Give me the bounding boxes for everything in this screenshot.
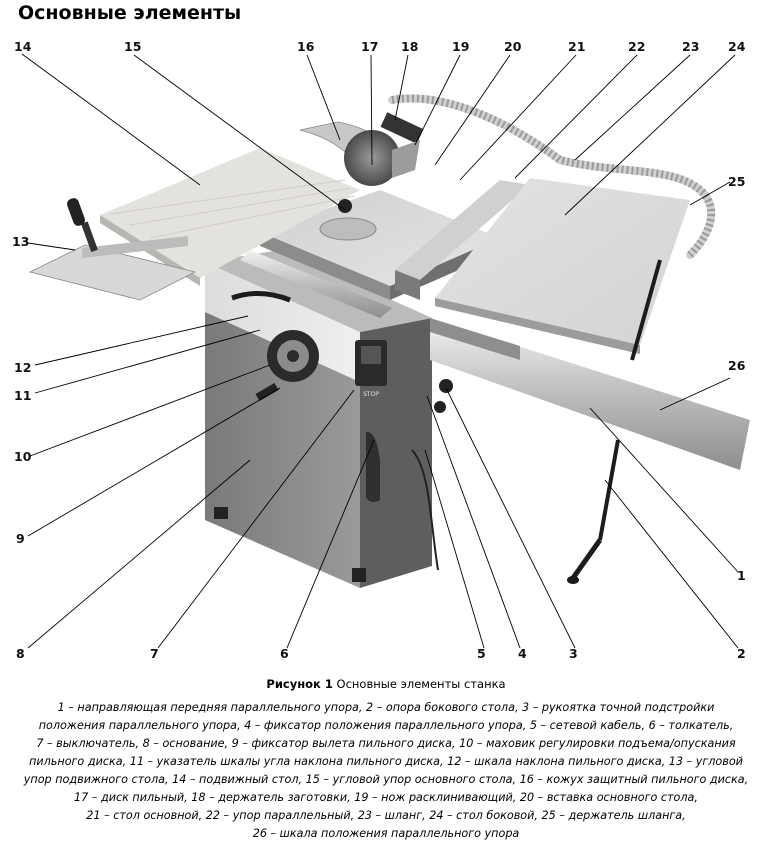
side-table — [435, 178, 690, 354]
side-table-support — [567, 259, 662, 584]
callout-2: 2 — [737, 646, 746, 661]
callout-21: 21 — [568, 39, 585, 54]
switch-label: STOP — [363, 391, 379, 398]
handwheel — [255, 330, 319, 401]
callout-4: 4 — [518, 646, 527, 661]
legend-line: 26 – шкала положения параллельного упора — [252, 827, 520, 840]
callout-10: 10 — [14, 449, 32, 464]
callout-18: 18 — [401, 39, 418, 54]
callout-6: 6 — [280, 646, 289, 661]
callout-1: 1 — [737, 568, 746, 583]
legend-line: упор подвижного стола, 14 – подвижный ст… — [23, 773, 749, 786]
callout-19: 19 — [452, 39, 469, 54]
callout-24: 24 — [728, 39, 746, 54]
callout-16: 16 — [297, 39, 315, 54]
callout-8: 8 — [16, 646, 25, 661]
figure-legend: 1 – направляющая передняя параллельного … — [6, 699, 766, 843]
callout-22: 22 — [628, 39, 645, 54]
callout-20: 20 — [504, 39, 522, 54]
callout-14: 14 — [14, 39, 32, 54]
callout-leaders — [21, 53, 739, 649]
callout-12: 12 — [14, 360, 31, 375]
on-off-switch: STOP — [355, 340, 387, 398]
mitre-fence — [28, 198, 197, 301]
fence-lock-knobs — [434, 379, 453, 413]
callout-5: 5 — [477, 646, 486, 661]
figure-caption-label: Рисунок 1 — [266, 677, 333, 691]
saw-blade-assembly — [299, 112, 424, 213]
tilt-scale — [231, 291, 291, 303]
legend-line: 17 – диск пильный, 18 – держатель загото… — [74, 791, 698, 804]
cabinet-base — [205, 250, 432, 588]
callout-11: 11 — [14, 388, 31, 403]
power-cable — [411, 449, 439, 571]
legend-line: 21 – стол основной, 22 – упор параллельн… — [86, 809, 686, 822]
callout-labels: 14 15 16 17 18 19 20 21 22 23 24 25 26 1… — [12, 39, 746, 661]
callout-23: 23 — [682, 39, 699, 54]
legend-line: положения параллельного упора, 4 – фикса… — [38, 719, 734, 732]
callout-17: 17 — [361, 39, 378, 54]
figure-caption: Рисунок 1 Основные элементы станка — [0, 677, 772, 691]
parallel-fence — [395, 180, 530, 300]
callout-25: 25 — [728, 174, 745, 189]
callout-7: 7 — [150, 646, 159, 661]
callout-13: 13 — [12, 234, 29, 249]
legend-line: пильного диска, 11 – указатель шкалы угл… — [29, 755, 743, 768]
front-rail — [240, 250, 750, 470]
page-title: Основные элементы — [18, 2, 242, 24]
push-stick — [366, 431, 380, 503]
callout-9: 9 — [16, 531, 25, 546]
callout-26: 26 — [728, 358, 746, 373]
saw-figure: STOP 14 15 — [12, 39, 750, 661]
callout-15: 15 — [124, 39, 141, 54]
figure-caption-text: Основные элементы станка — [332, 677, 506, 691]
legend-line: 1 – направляющая передняя параллельного … — [57, 701, 715, 714]
callout-3: 3 — [569, 646, 578, 661]
legend-line: 7 – выключатель, 8 – основание, 9 – фикс… — [36, 737, 736, 750]
